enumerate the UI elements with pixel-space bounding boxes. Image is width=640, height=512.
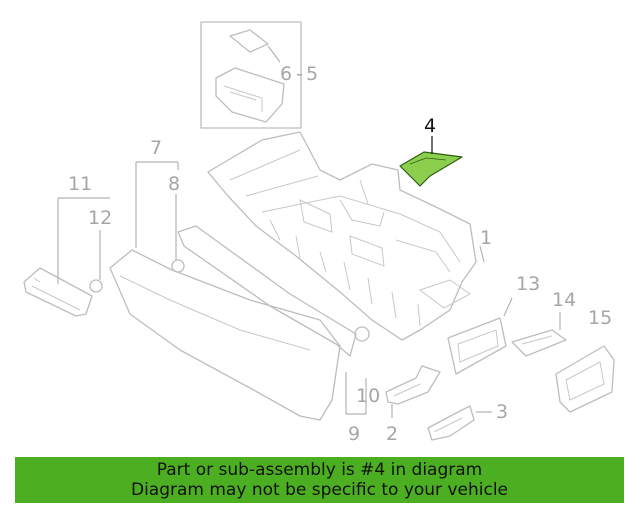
- callout-14[interactable]: 14: [552, 289, 576, 311]
- cover-14: [511, 329, 567, 357]
- bezel-13: [447, 317, 507, 375]
- callout-1[interactable]: 1: [480, 227, 492, 249]
- bracket-11: [23, 267, 103, 317]
- panel-15: [555, 345, 615, 413]
- callout-7[interactable]: 7: [150, 137, 162, 159]
- callout-8[interactable]: 8: [168, 173, 180, 195]
- inset-box: [200, 21, 302, 129]
- side-panel: [109, 225, 357, 421]
- parts-diagram: 6 - 5 1 4 7 8 9 10 11 12: [23, 21, 615, 445]
- bracket-2: [385, 365, 441, 405]
- callout-15[interactable]: 15: [588, 307, 612, 329]
- banner-line-2: Diagram may not be specific to your vehi…: [130, 480, 508, 500]
- callout-6[interactable]: 6: [280, 63, 292, 85]
- callout-2[interactable]: 2: [386, 423, 398, 445]
- callout-5-dash: -: [296, 63, 303, 85]
- callout-12[interactable]: 12: [88, 207, 112, 229]
- part-4-highlight[interactable]: [399, 151, 463, 187]
- bracket-3: [427, 405, 475, 441]
- banner-line-1: Part or sub-assembly is #4 in diagram: [156, 460, 483, 480]
- callout-11[interactable]: 11: [68, 173, 92, 195]
- console-frame: [207, 131, 477, 341]
- callout-9[interactable]: 9: [348, 423, 360, 445]
- callout-3[interactable]: 3: [496, 401, 508, 423]
- info-banner: Part or sub-assembly is #4 in diagram Di…: [15, 457, 624, 503]
- callout-5[interactable]: 5: [306, 63, 318, 85]
- callout-4[interactable]: 4: [424, 115, 436, 137]
- callout-13[interactable]: 13: [516, 273, 540, 295]
- callout-10[interactable]: 10: [356, 385, 380, 407]
